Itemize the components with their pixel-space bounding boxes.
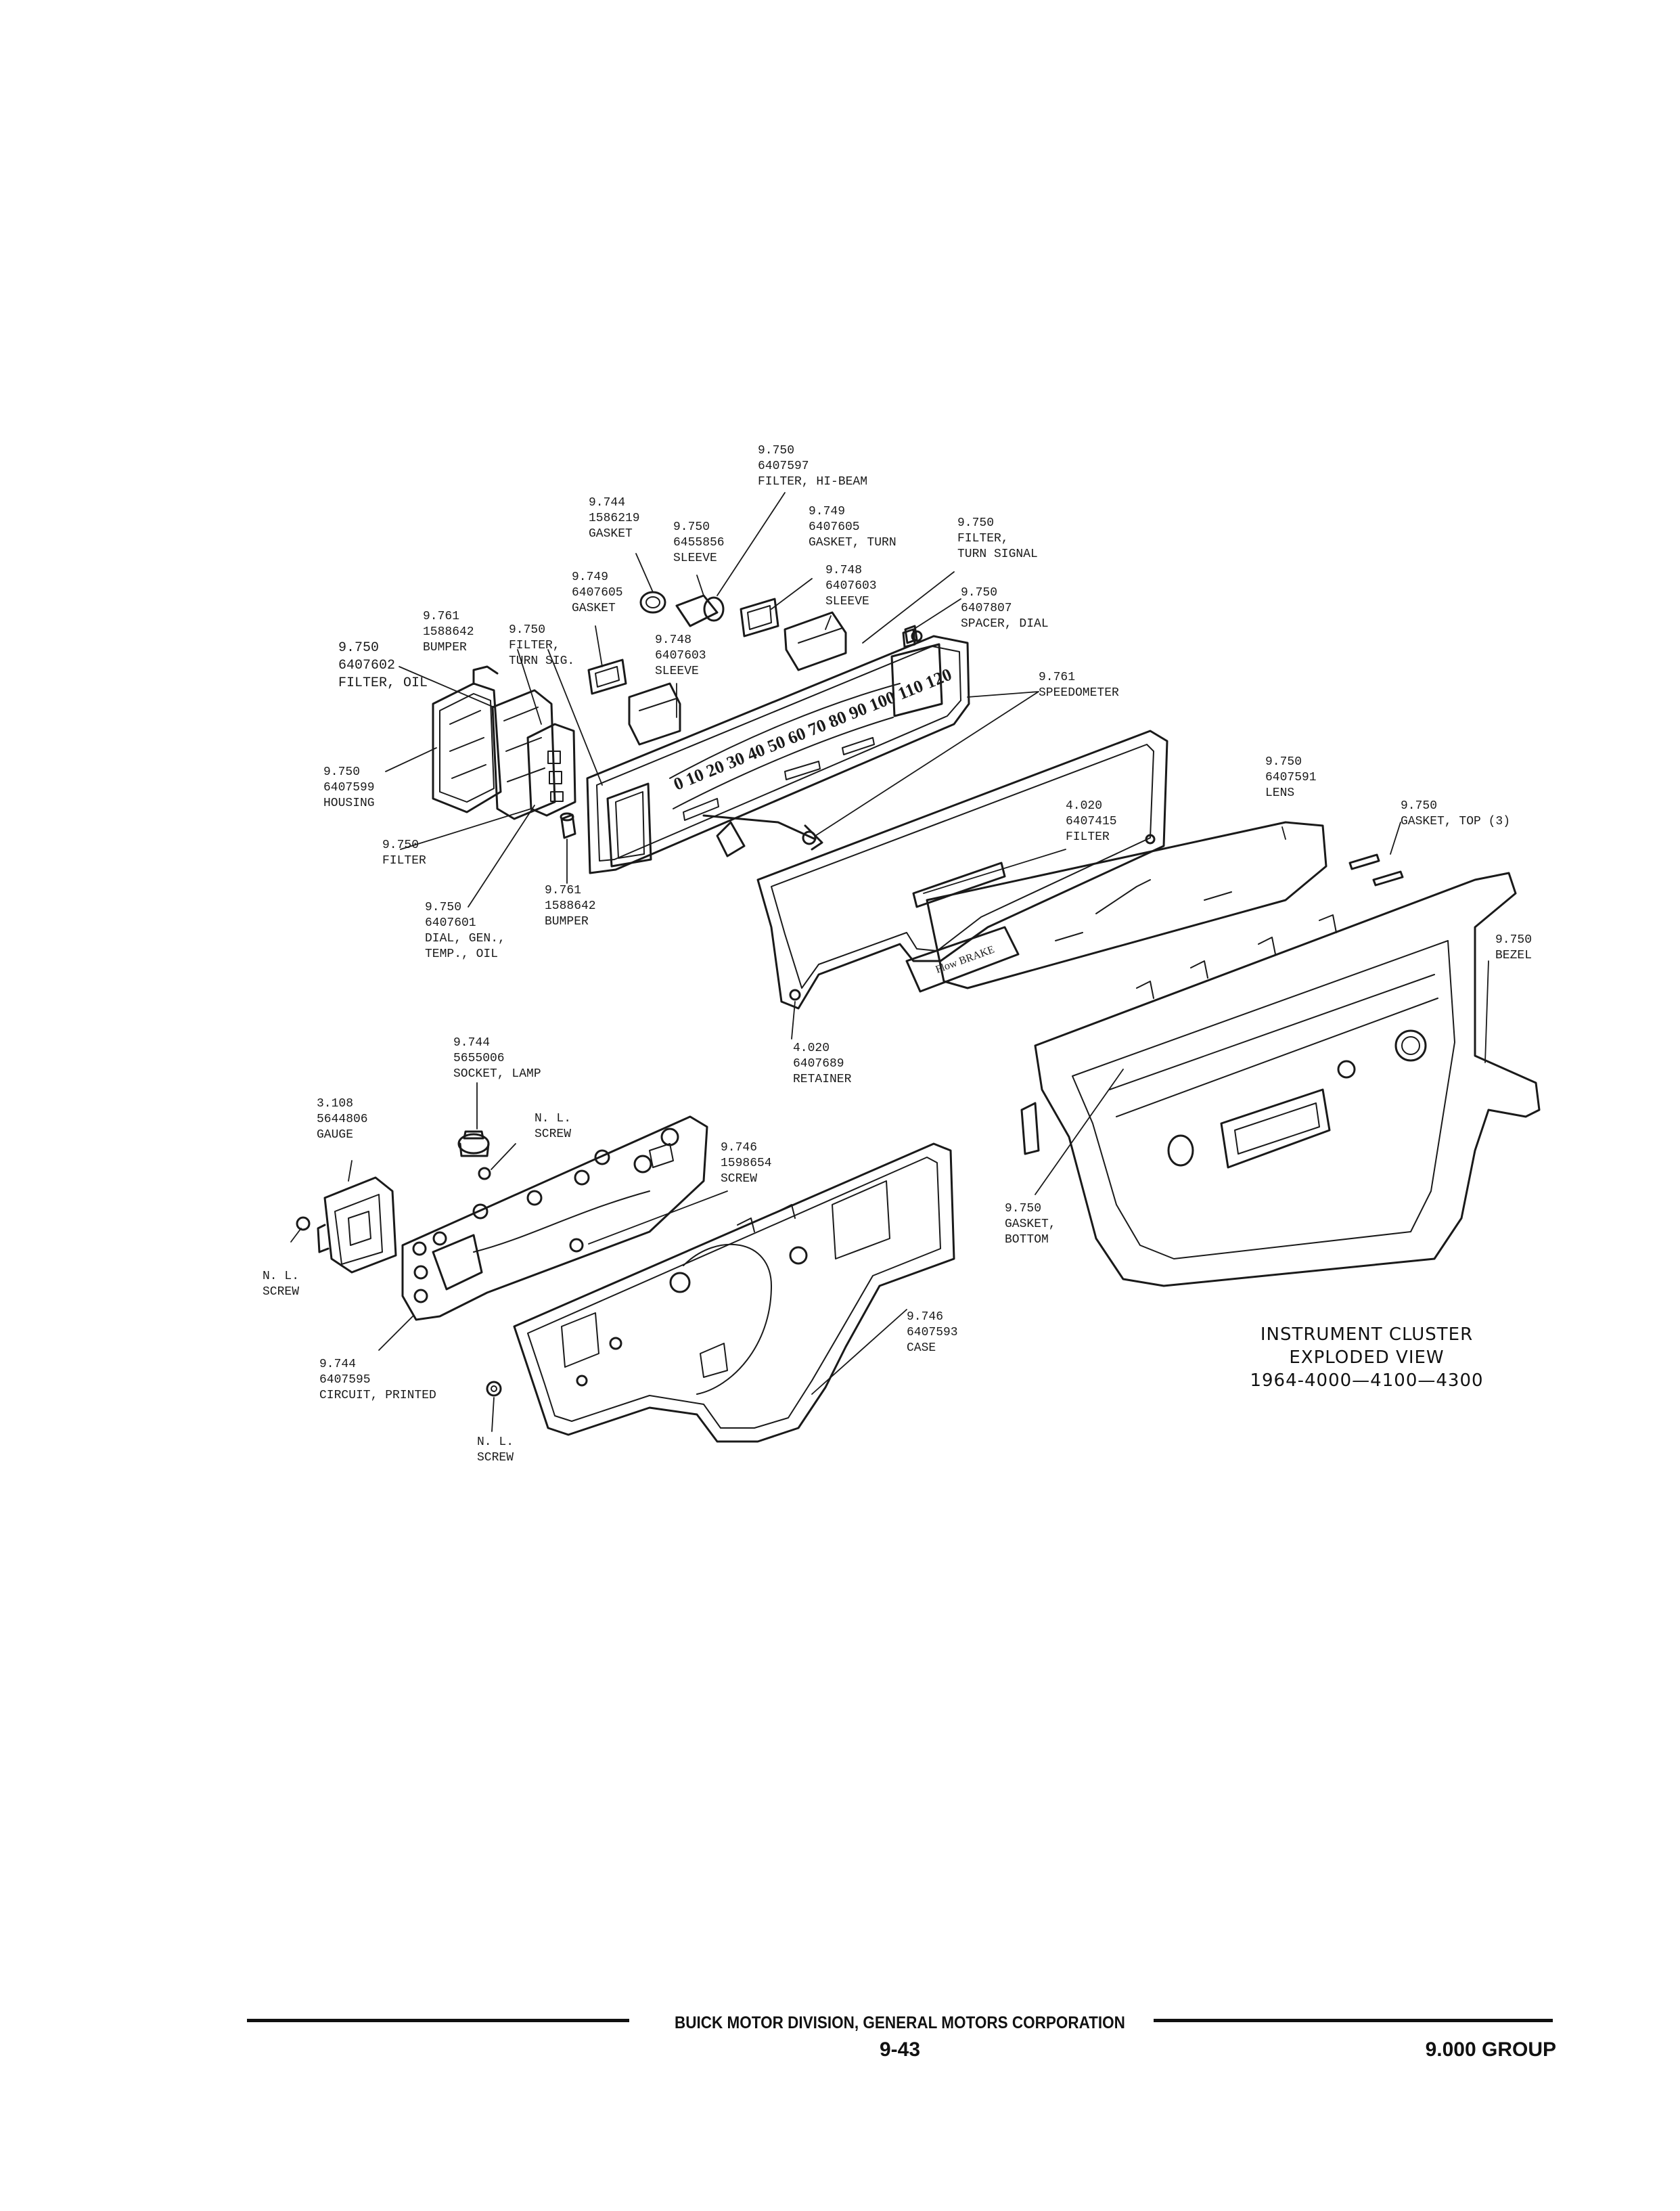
leader-speedometer (815, 691, 1039, 836)
leader-sleeve-6455856 (696, 575, 704, 596)
spacer-dial (904, 625, 918, 644)
title-line-1: INSTRUMENT CLUSTER (1260, 1324, 1474, 1345)
gauge-unit (317, 1176, 397, 1274)
sleeve-left (628, 682, 681, 746)
diagram-title: INSTRUMENT CLUSTER EXPLODED VIEW 1964-40… (1211, 1323, 1522, 1392)
leader-lens (1281, 826, 1286, 840)
leader-sleeve-right (825, 615, 832, 630)
gasket-left-sq (587, 658, 627, 695)
gasket-top-strips (1348, 853, 1404, 887)
leader-filter-turn-sig (547, 649, 603, 786)
leader-filter-6407415 (923, 849, 1066, 894)
gasket-turn (740, 598, 779, 638)
footer-company: BUICK MOTOR DIVISION, GENERAL MOTORS COR… (675, 2013, 1125, 2032)
leader-gasket-turn (771, 578, 813, 610)
leader-nl-screw-bottom (491, 1397, 495, 1432)
footer-group: 9.000 GROUP (1425, 2038, 1556, 2061)
leader-gasket-top (1390, 822, 1401, 855)
housing (432, 665, 502, 813)
leader-filter-small (400, 808, 532, 850)
case (513, 1142, 955, 1443)
leader-retainer (791, 1001, 796, 1040)
leader-nl-screw-top (491, 1143, 516, 1170)
leader-circuit (378, 1316, 413, 1351)
screws (296, 1167, 584, 1397)
leader-dial-gen (468, 805, 535, 908)
filter-6407415: Flow BRAKE (905, 862, 1020, 993)
leader-gasket-bottom (1035, 1069, 1124, 1195)
footer-rule-right (1154, 2019, 1553, 2022)
title-line-2: EXPLODED VIEW (1289, 1347, 1445, 1368)
leader-screw-1598654 (588, 1190, 728, 1245)
leader-gasket-1586219 (635, 553, 654, 593)
leader-filter-turn-signal (862, 571, 955, 644)
bumper-bottom (560, 812, 576, 839)
lens (926, 821, 1327, 989)
leader-case (811, 1309, 907, 1395)
leader-filter-hibeam (717, 492, 786, 596)
label-nl-screw-left: N. L.SCREW (263, 1270, 300, 1299)
leader-filter-oil (399, 666, 495, 708)
leader-spacer-dial (913, 598, 961, 630)
leader-bezel (1484, 960, 1489, 1063)
leader-housing (385, 747, 437, 772)
gasket-round (639, 591, 666, 614)
page-number: 9-43 (879, 2038, 921, 2061)
leader-bumper-top (517, 649, 542, 725)
leader-gauge (348, 1160, 353, 1182)
label-nl-screw-bottom: N. L.SCREW (477, 1435, 514, 1465)
title-line-3: 1964-4000—4100—4300 (1250, 1370, 1484, 1391)
printed-circuit (401, 1115, 708, 1321)
socket-lamp (457, 1130, 490, 1157)
sleeve-right (784, 611, 847, 671)
speedometer-dial-plate: 0 10 20 30 40 50 60 70 80 90 100 110 120 (586, 628, 970, 874)
label-nl-screw-top: N. L.SCREW (535, 1112, 572, 1141)
bezel (1020, 872, 1541, 1287)
leader-nl-screw-left (290, 1228, 302, 1243)
retainer (756, 730, 1168, 1010)
filter-panel (526, 723, 576, 817)
footer-rule-left (247, 2019, 629, 2022)
sleeve-round (675, 594, 725, 627)
dial-plate-small (491, 689, 556, 820)
leader-gasket-left (595, 625, 603, 667)
